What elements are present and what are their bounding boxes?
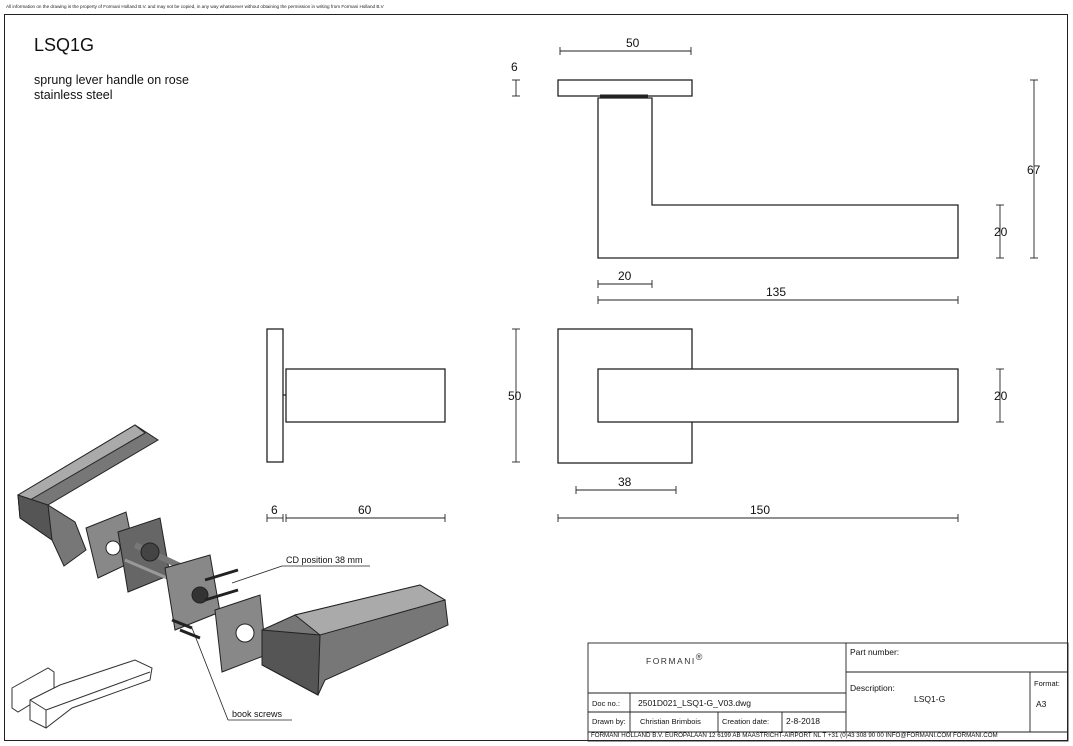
copyright-disclaimer: All information on the drawing is the pr… <box>6 4 384 9</box>
dim-front-rose-height: 50 <box>508 389 522 403</box>
thumbnail-handle-illustration <box>11 659 153 729</box>
dim-front-lever-height: 20 <box>994 389 1008 403</box>
description-value: LSQ1-G <box>914 694 946 704</box>
cd-position-label: CD position 38 mm <box>286 555 363 565</box>
product-description: sprung lever handle on rose <box>34 73 189 87</box>
dim-front-offset: 38 <box>618 475 632 489</box>
book-screws-label: book screws <box>232 709 283 719</box>
dim-top-lever-length: 135 <box>766 285 786 299</box>
top-view-drawing <box>557 79 959 259</box>
description-label: Description: <box>850 683 895 693</box>
drawing-frame <box>4 14 1068 741</box>
company-footer: FORMANI HOLLAND B.V. EUROPALAAN 12 6199 … <box>591 732 998 739</box>
side-view-drawing <box>266 328 446 463</box>
creation-date-label: Creation date: <box>722 717 770 726</box>
dim-top-rose-width: 50 <box>626 36 640 50</box>
dim-side-lever-length: 60 <box>358 503 372 517</box>
dimension-lines <box>266 47 1038 522</box>
title-block-grid <box>587 642 1069 742</box>
dim-top-lever-height: 20 <box>994 225 1008 239</box>
dim-front-total-length: 150 <box>750 503 770 517</box>
doc-no-value: 2501D021_LSQ1-G_V03.dwg <box>638 698 751 708</box>
format-value: A3 <box>1036 699 1047 709</box>
dim-side-rose-thickness: 6 <box>271 503 278 517</box>
dim-top-total-height: 67 <box>1027 163 1041 177</box>
formani-logo: FORMANI® <box>646 652 704 666</box>
product-title: LSQ1G <box>34 35 95 55</box>
doc-no-label: Doc no.: <box>592 699 620 708</box>
creation-date-value: 2-8-2018 <box>786 716 821 726</box>
drawn-by-value: Christian Brimbois <box>640 717 701 726</box>
drawn-by-label: Drawn by: <box>592 717 626 726</box>
dim-top-neck-width: 20 <box>618 269 632 283</box>
exploded-view-illustration <box>16 424 449 721</box>
front-view-drawing <box>557 328 959 464</box>
format-label: Format: <box>1034 679 1060 688</box>
title-block: FORMANI® Part number: Description: LSQ1-… <box>588 643 1068 741</box>
part-number-label: Part number: <box>850 647 900 657</box>
product-material: stainless steel <box>34 88 113 102</box>
dim-top-rose-thickness: 6 <box>511 60 518 74</box>
